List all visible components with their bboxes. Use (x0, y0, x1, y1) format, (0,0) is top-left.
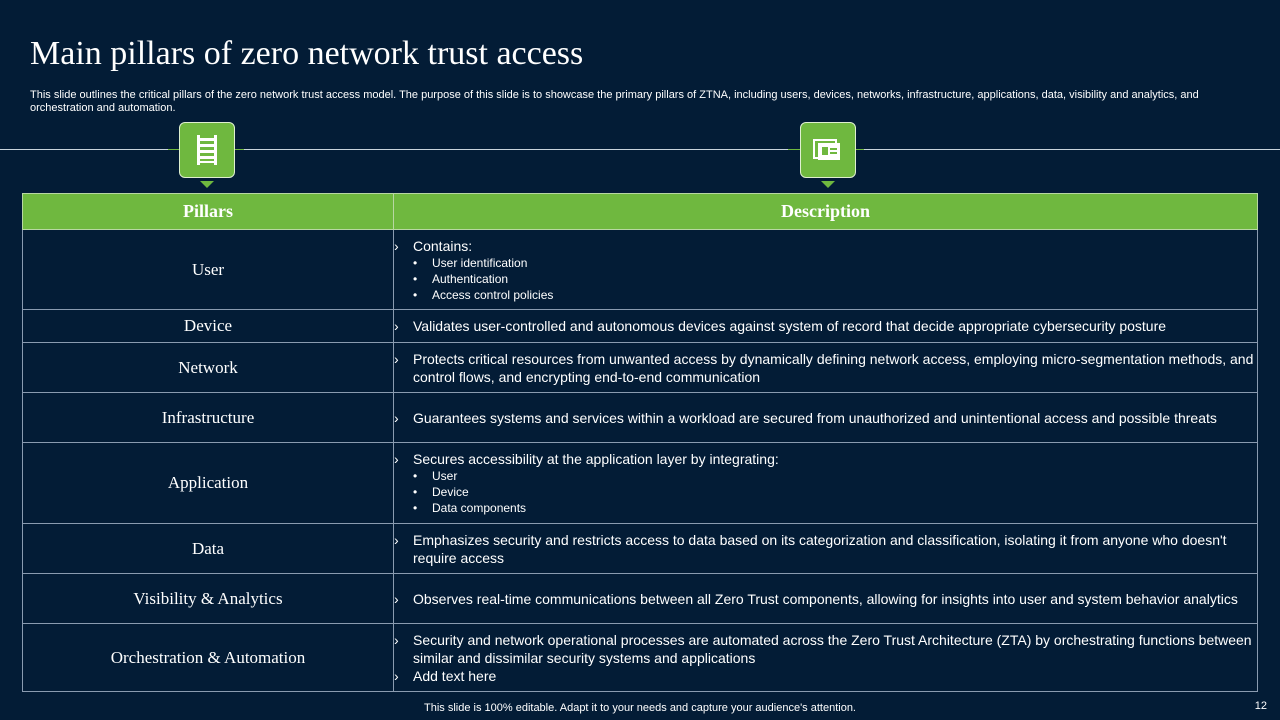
divider-line (0, 149, 1280, 150)
table-row: Data› Emphasizes security and restricts a… (22, 523, 1258, 574)
sub-bullet-text: Device (432, 485, 469, 499)
chevron-right-icon: › (394, 667, 399, 684)
slide-subtitle: This slide outlines the critical pillars… (30, 89, 1199, 114)
pillars-table: Pillars Description User›Contains:•User … (22, 193, 1258, 692)
pillar-name: User (22, 229, 394, 310)
pillars-icon-badge (179, 122, 235, 188)
sub-bullet: • User (394, 468, 1257, 484)
column-header-pillars: Pillars (22, 193, 394, 230)
description-icon-badge (800, 122, 856, 188)
table-row: Application› Secures accessibility at the… (22, 442, 1258, 524)
description-bullet: › Validates user-controlled and autonomou… (394, 317, 1257, 335)
bullet-text: Guarantees systems and services within a… (413, 409, 1217, 426)
sub-bullet: • Access control policies (394, 287, 1257, 303)
pillar-description: › Protects critical resources from unwant… (393, 342, 1258, 393)
sub-bullet-text: Access control policies (432, 287, 554, 302)
description-bullet: › Contains: (394, 237, 1257, 255)
bullet-text: Protects critical resources from unwante… (413, 350, 1254, 385)
chevron-right-icon: › (394, 631, 399, 648)
chevron-right-icon: › (394, 237, 399, 254)
pillar-name: Data (22, 523, 394, 574)
bullet-dot-icon: • (413, 255, 418, 270)
table-header-row: Pillars Description (22, 193, 1258, 230)
pillar-description: ›Contains:•User identification•Authentic… (393, 229, 1258, 310)
sub-bullet: • Data components (394, 500, 1257, 516)
description-bullet: › Guarantees systems and services within … (394, 409, 1257, 427)
bullet-text: Observes real-time communications betwee… (413, 590, 1238, 607)
description-bullet: › Add text here (394, 667, 1257, 685)
pillar-description: › Validates user-controlled and autonomou… (393, 309, 1258, 343)
pillar-name: Visibility & Analytics (22, 573, 394, 624)
bullet-dot-icon: • (413, 287, 418, 302)
slide-title: Main pillars of zero network trust acces… (30, 35, 584, 72)
bullet-dot-icon: • (413, 271, 418, 286)
table-row: Network› Protects critical resources from… (22, 342, 1258, 393)
page-number: 12 (1254, 700, 1267, 712)
pillar-description: › Observes real-time communications betwe… (393, 573, 1258, 624)
id-card-icon (813, 139, 840, 160)
chevron-right-icon: › (394, 531, 399, 548)
sub-bullet: • User identification (394, 255, 1257, 271)
sub-bullet: • Authentication (394, 271, 1257, 287)
chevron-right-icon: › (394, 318, 399, 334)
sub-bullet-text: Data components (432, 501, 527, 515)
table-row: Visibility & Analytics› Observes real-tim… (22, 573, 1258, 624)
column-header-description: Description (393, 193, 1258, 230)
description-bullet: › Security and network operational proces… (394, 631, 1257, 667)
pillar-name: Infrastructure (22, 392, 394, 443)
table-row: Orchestration & Automation› Security and … (22, 623, 1258, 692)
chevron-right-icon: › (394, 590, 399, 607)
pillar-description: › Secures accessibility at the applicatio… (393, 442, 1258, 524)
pillar-name: Orchestration & Automation (22, 623, 394, 692)
pillar-name: Application (22, 442, 394, 524)
bullet-text: Secures accessibility at the application… (413, 451, 779, 467)
list-icon (197, 135, 217, 165)
bullet-text: Validates user-controlled and autonomous… (413, 318, 1167, 334)
table-row: User›Contains:•User identification•Authe… (22, 229, 1258, 310)
sub-bullet: • Device (394, 484, 1257, 500)
pillar-name: Device (22, 309, 394, 343)
bullet-text: Add text here (413, 667, 497, 684)
pillar-name: Network (22, 342, 394, 393)
pillar-description: › Emphasizes security and restricts acces… (393, 523, 1258, 574)
table-row: Infrastructure› Guarantees systems and se… (22, 392, 1258, 443)
chevron-right-icon: › (394, 451, 399, 467)
pillar-description: › Guarantees systems and services within … (393, 392, 1258, 443)
bullet-text: Contains: (413, 237, 473, 254)
sub-bullet-text: User identification (432, 255, 528, 270)
description-bullet: › Protects critical resources from unwant… (394, 350, 1257, 386)
pillar-description: › Security and network operational proces… (393, 623, 1258, 692)
sub-bullet-text: Authentication (432, 271, 509, 286)
chevron-right-icon: › (394, 350, 399, 367)
bullet-dot-icon: • (413, 501, 418, 515)
description-bullet: › Observes real-time communications betwe… (394, 590, 1257, 608)
description-bullet: › Secures accessibility at the applicatio… (394, 450, 1257, 468)
table-row: Device› Validates user-controlled and aut… (22, 309, 1258, 343)
bullet-dot-icon: • (413, 469, 418, 483)
sub-bullet-text: User (432, 469, 458, 483)
bullet-dot-icon: • (413, 485, 418, 499)
bullet-text: Emphasizes security and restricts access… (413, 531, 1227, 566)
description-bullet: › Emphasizes security and restricts acces… (394, 531, 1257, 567)
bullet-text: Security and network operational process… (413, 631, 1252, 666)
footer-note: This slide is 100% editable. Adapt it to… (424, 702, 856, 714)
chevron-right-icon: › (394, 409, 399, 426)
